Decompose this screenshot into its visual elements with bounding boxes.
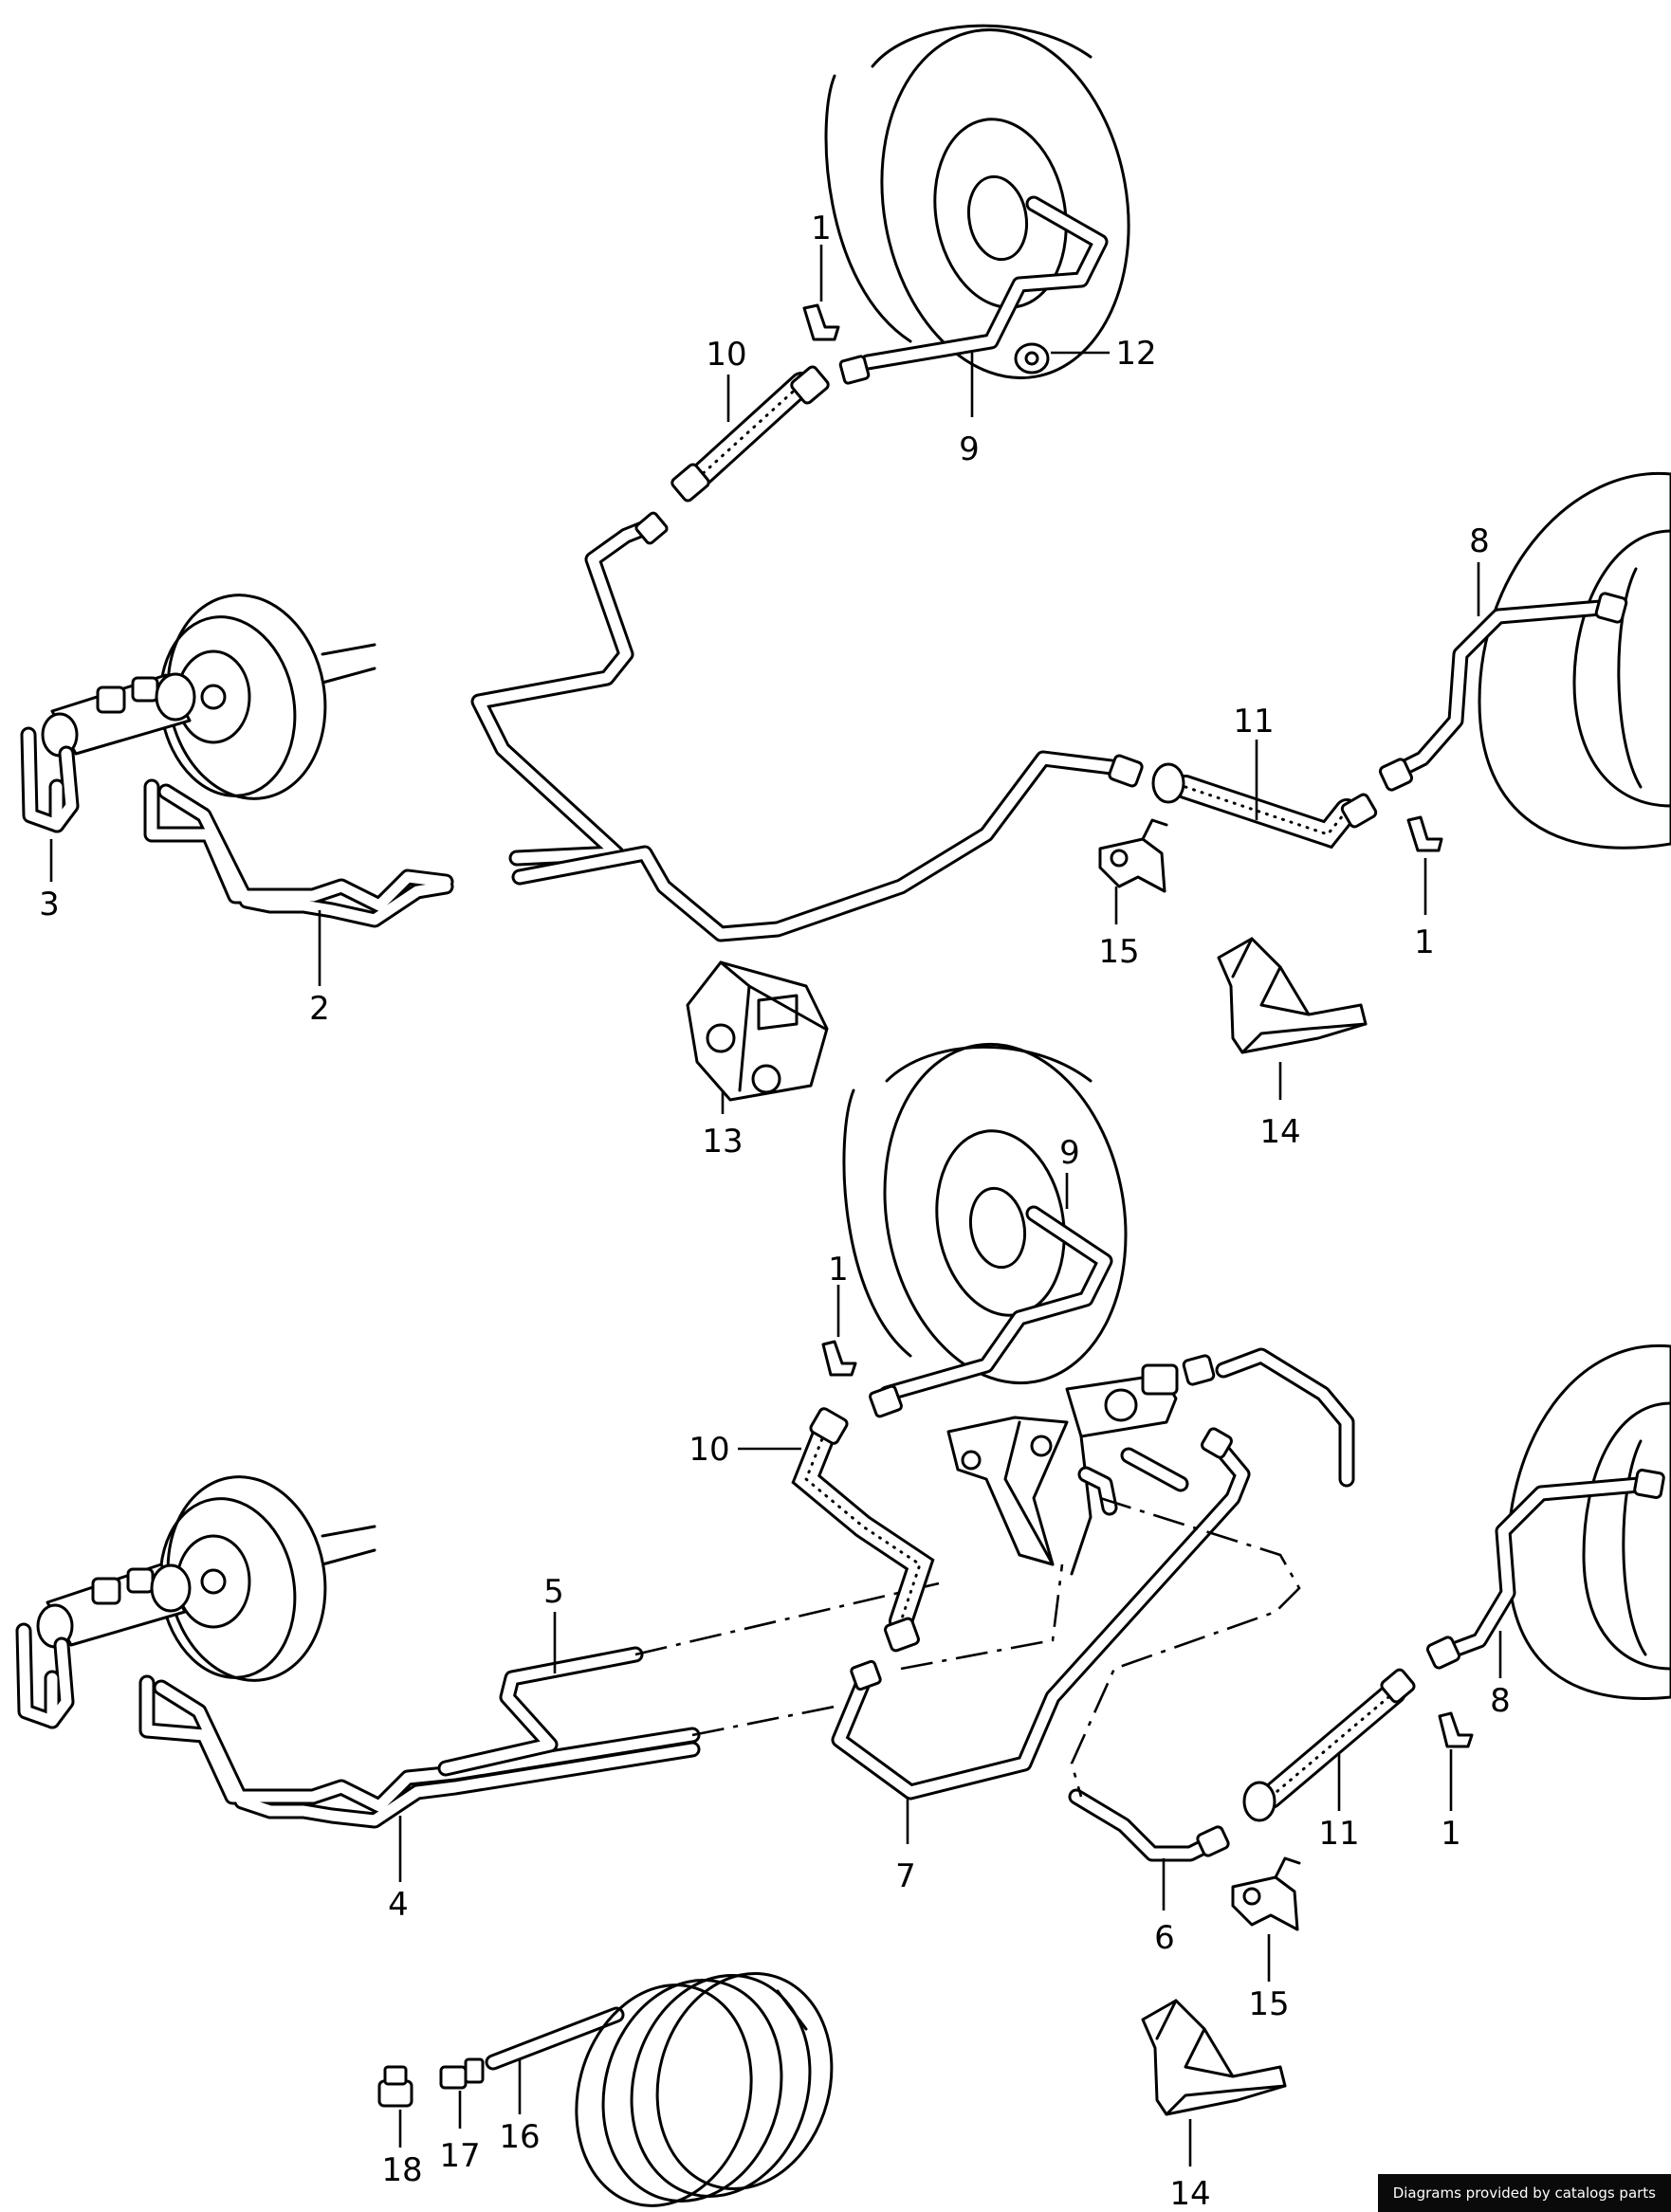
- holder-clip-upper-14: [1217, 937, 1368, 1054]
- callout-upper-13: 13: [702, 1123, 743, 1161]
- callout-lower-18: 18: [381, 2151, 422, 2189]
- callout-upper-8: 8: [1469, 522, 1490, 560]
- callout-lower-5: 5: [543, 1573, 564, 1611]
- brake-hose-upper-10: [634, 355, 871, 545]
- clip-upper-1b: [1406, 815, 1443, 852]
- callout-upper-11: 11: [1233, 703, 1274, 740]
- junction-block-13: [686, 960, 829, 1102]
- upper-view: 1 10 12 9 8 11 3 2 15 1 13 14: [20, 24, 1671, 1161]
- callout-upper-15: 15: [1098, 933, 1139, 971]
- master-cylinder-upper: [41, 672, 196, 758]
- brake-pipe-coil-16: [485, 1972, 834, 2207]
- callout-upper-12: 12: [1115, 335, 1156, 373]
- callout-lower-14: 14: [1169, 2175, 1210, 2212]
- clip-lower-1a: [821, 1340, 857, 1377]
- callout-lower-1b: 1: [1441, 1815, 1461, 1853]
- callout-upper-10: 10: [706, 336, 746, 374]
- lower-view: 9 1 10 5 8 11 1 4 7 6 15 18 17: [15, 1042, 1671, 2212]
- brake-hose-lower-10: [791, 1384, 935, 1691]
- brake-hose-lower-11: [1182, 1354, 1665, 1857]
- bracket-lower-15: [1231, 1856, 1301, 1931]
- callouts-lower: 9 1 10 5 8 11 1 4 7 6 15 18 17: [381, 1134, 1510, 2212]
- callout-upper-1b: 1: [1414, 923, 1435, 961]
- callout-upper-1a: 1: [811, 210, 832, 247]
- master-cylinder-lower: [36, 1563, 192, 1649]
- holder-clip-lower-14: [1141, 1999, 1287, 2116]
- callout-lower-11: 11: [1318, 1815, 1359, 1853]
- callout-upper-2: 2: [309, 990, 330, 1028]
- callout-lower-7: 7: [895, 1857, 916, 1895]
- pressure-regulator: [946, 1363, 1189, 1576]
- callout-lower-17: 17: [439, 2137, 480, 2175]
- brake-lines-upper: [20, 195, 1621, 942]
- callout-lower-10: 10: [689, 1431, 729, 1469]
- callout-lower-4: 4: [388, 1886, 409, 1924]
- callout-lower-1a: 1: [828, 1251, 849, 1289]
- callout-lower-6: 6: [1154, 1919, 1175, 1957]
- callout-upper-14: 14: [1259, 1113, 1300, 1151]
- clip-upper-1a: [802, 303, 840, 341]
- brake-drum-upper-right: [1478, 471, 1671, 850]
- callout-lower-16: 16: [499, 2118, 540, 2156]
- brake-lines-lower: [15, 1205, 1659, 1862]
- callout-lower-15: 15: [1248, 1985, 1289, 2023]
- brake-hose-upper-11: [1108, 592, 1628, 850]
- callout-lower-8: 8: [1490, 1682, 1511, 1720]
- credit-banner: Diagrams provided by catalogs parts: [1377, 2174, 1671, 2212]
- bracket-upper-15: [1098, 818, 1168, 893]
- union-fitting-17: [439, 2057, 485, 2090]
- routing-lines-lower: [634, 1496, 1301, 1798]
- union-fitting-18: [377, 2065, 413, 2108]
- brake-drum-lower-right: [1506, 1344, 1671, 1700]
- callout-lower-9: 9: [1059, 1134, 1080, 1172]
- callout-upper-3: 3: [39, 886, 60, 923]
- callout-upper-9: 9: [959, 430, 980, 468]
- clip-lower-1b: [1438, 1711, 1474, 1748]
- grommet-upper-12: [1014, 342, 1050, 375]
- callouts-upper: 1 10 12 9 8 11 3 2 15 1 13 14: [39, 210, 1490, 1161]
